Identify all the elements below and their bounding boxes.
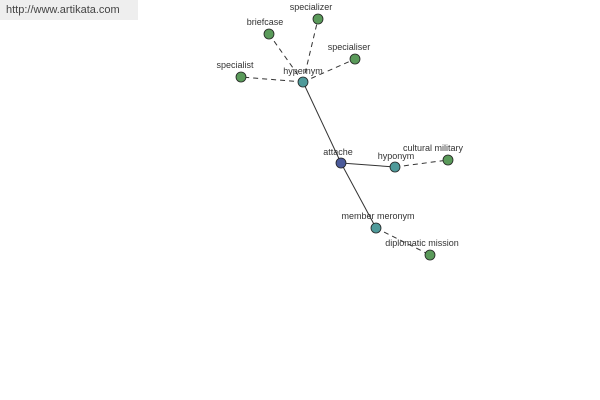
edge-attache-hyponym bbox=[340, 162, 396, 168]
edge-hypernym-specialiser bbox=[302, 58, 356, 83]
edge-member-meronym-diplomatic-mission bbox=[375, 227, 431, 256]
node-label-briefcase[interactable]: briefcase bbox=[247, 17, 284, 27]
node-label-hyponym[interactable]: hyponym bbox=[378, 151, 415, 161]
node-circle-cultural-military[interactable] bbox=[442, 154, 454, 166]
node-label-attache[interactable]: attache bbox=[323, 147, 353, 157]
edge-attache-hypernym bbox=[302, 81, 342, 164]
node-circle-specialiser[interactable] bbox=[349, 53, 361, 65]
node-label-hypernym[interactable]: hypernym bbox=[283, 66, 323, 76]
node-specialist[interactable]: specialist bbox=[216, 60, 254, 83]
nodes-layer: attache hypernym hyponym member meronym spec… bbox=[216, 2, 464, 261]
node-circle-hypernym[interactable] bbox=[297, 76, 309, 88]
node-circle-hyponym[interactable] bbox=[389, 161, 401, 173]
node-cultural-military[interactable]: cultural military bbox=[403, 143, 464, 166]
node-attache[interactable]: attache bbox=[323, 147, 353, 169]
node-label-specialiser[interactable]: specialiser bbox=[328, 42, 371, 52]
node-specialiser[interactable]: specialiser bbox=[328, 42, 371, 65]
node-label-member-meronym[interactable]: member meronym bbox=[341, 211, 414, 221]
node-label-specialist[interactable]: specialist bbox=[216, 60, 254, 70]
node-circle-member-meronym[interactable] bbox=[370, 222, 382, 234]
node-label-diplomatic-mission[interactable]: diplomatic mission bbox=[385, 238, 459, 248]
node-circle-specialist[interactable] bbox=[235, 71, 247, 83]
node-label-specializer[interactable]: specializer bbox=[290, 2, 333, 12]
edge-attache-member-meronym bbox=[340, 162, 377, 229]
edge-hypernym-briefcase bbox=[268, 33, 304, 83]
edge-hypernym-specializer bbox=[302, 18, 319, 83]
node-circle-briefcase[interactable] bbox=[263, 28, 275, 40]
node-circle-attache[interactable] bbox=[335, 157, 347, 169]
edges-layer bbox=[240, 18, 449, 256]
node-member-meronym[interactable]: member meronym bbox=[341, 211, 415, 234]
edge-hyponym-cultural-military bbox=[394, 159, 449, 168]
node-specializer[interactable]: specializer bbox=[290, 2, 333, 25]
node-hyponym[interactable]: hyponym bbox=[378, 151, 415, 173]
node-circle-specializer[interactable] bbox=[312, 13, 324, 25]
node-circle-diplomatic-mission[interactable] bbox=[424, 249, 436, 261]
watermark-link[interactable]: http://www.artikata.com bbox=[0, 0, 138, 20]
node-briefcase[interactable]: briefcase bbox=[247, 17, 284, 40]
node-diplomatic-mission[interactable]: diplomatic mission bbox=[385, 238, 459, 261]
node-hypernym[interactable]: hypernym bbox=[283, 66, 323, 88]
node-label-cultural-military[interactable]: cultural military bbox=[403, 143, 464, 153]
edge-hypernym-specialist bbox=[240, 76, 304, 83]
